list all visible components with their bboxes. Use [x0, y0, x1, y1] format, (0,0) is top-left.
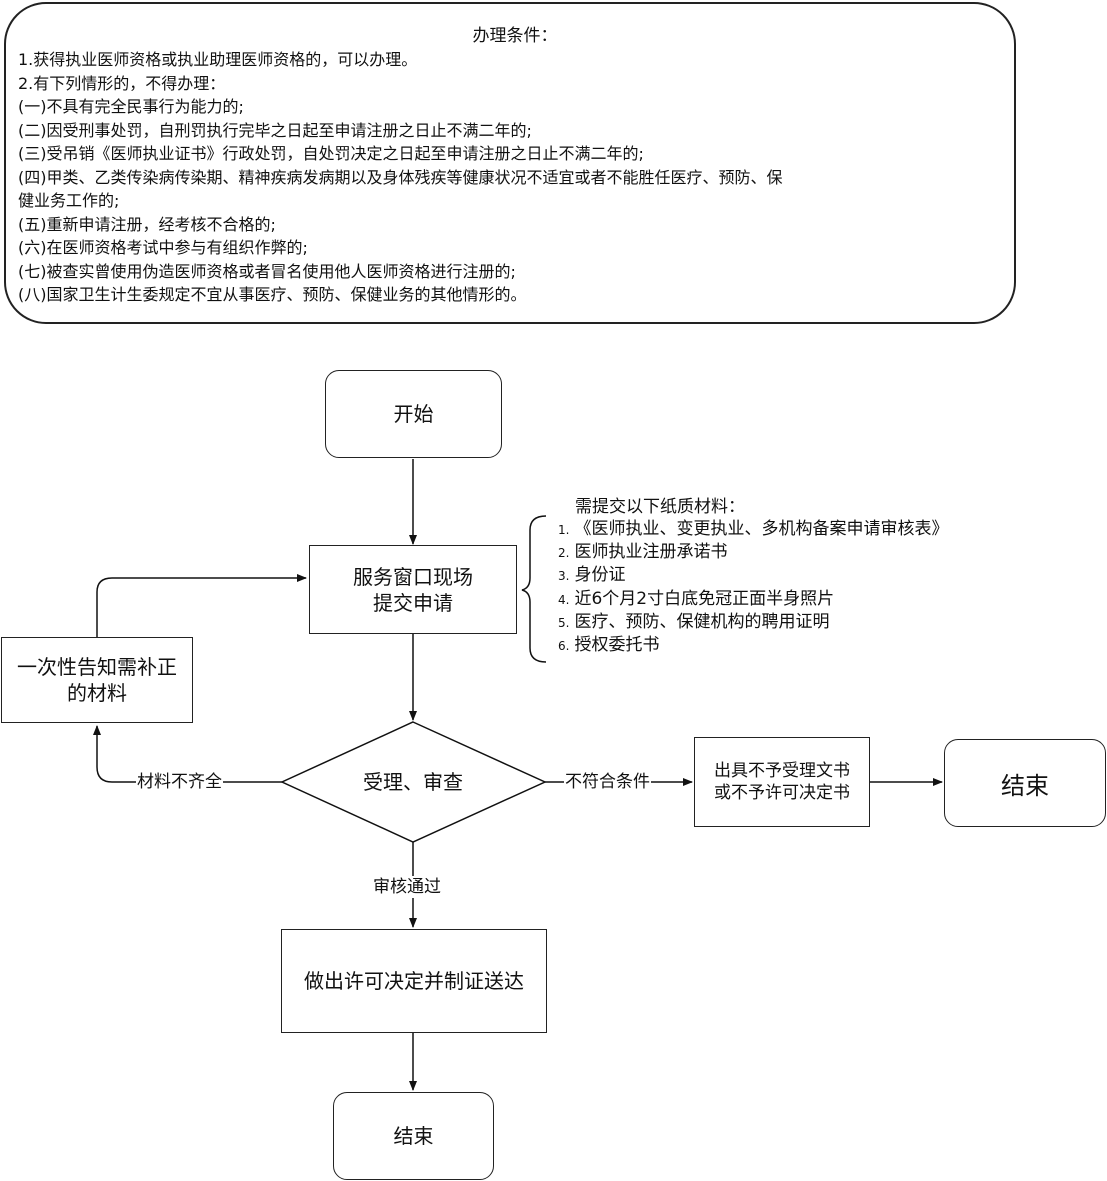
review-diamond: [280, 721, 547, 843]
edge-label-approved: 审核通过: [372, 876, 442, 898]
materials-list: 1. 《医师执业、变更执业、多机构备案申请审核表》 2. 医师执业注册承诺书 3. 身…: [558, 518, 948, 657]
submit-label-line2: 提交申请: [373, 590, 453, 615]
reject-label-line1: 出具不予受理文书: [714, 761, 850, 781]
material-number: 4.: [558, 592, 570, 607]
edge-label-incomplete: 材料不齐全: [136, 771, 223, 793]
conditions-list: 1.获得执业医师资格或执业助理医师资格的，可以办理。 2.有下列情形的，不得办理…: [18, 48, 1008, 307]
condition-line: (七)被查实曾使用伪造医师资格或者冒名使用他人医师资格进行注册的;: [18, 261, 516, 281]
end-node-right: 结束: [944, 739, 1106, 827]
end-right-label: 结束: [1001, 771, 1049, 800]
condition-line: (四)甲类、乙类传染病传染期、精神疾病发病期以及身体残疾等健康状况不适宜或者不能…: [18, 167, 783, 187]
condition-line: (三)受吊销《医师执业证书》行政处罚，自处罚决定之日起至申请注册之日止不满二年的…: [18, 144, 644, 163]
end-bottom-label: 结束: [393, 1124, 434, 1148]
review-label: 受理、审查: [363, 770, 463, 794]
material-item: 6. 授权委托书: [558, 634, 948, 657]
decision-label: 做出许可决定并制证送达: [304, 969, 524, 993]
end-node-bottom: 结束: [333, 1092, 494, 1180]
edge-label-ineligible: 不符合条件: [564, 771, 651, 793]
reject-label-line2: 或不予许可决定书: [714, 783, 850, 803]
material-item: 3. 身份证: [558, 564, 948, 587]
material-number: 5.: [558, 615, 570, 630]
edge-review-to-supplement: [93, 725, 282, 783]
issue-license-node: 做出许可决定并制证送达: [281, 929, 547, 1033]
condition-line: (五)重新申请注册，经考核不合格的;: [18, 214, 276, 234]
material-text: 医师执业注册承诺书: [574, 542, 728, 563]
material-item: 4. 近6个月2寸白底免冠正面半身照片: [558, 588, 948, 611]
condition-line: (一)不具有完全民事行为能力的;: [18, 97, 244, 116]
material-item: 5. 医疗、预防、保健机构的聘用证明: [558, 611, 948, 634]
condition-line: 2.有下列情形的，不得办理：: [18, 73, 226, 93]
condition-line: (六)在医师资格考试中参与有组织作弊的;: [18, 238, 308, 257]
condition-line: 健业务工作的;: [18, 191, 120, 210]
edge-supplement-to-submit: [96, 574, 307, 637]
material-text: 身份证: [574, 565, 626, 586]
material-item: 1. 《医师执业、变更执业、多机构备案申请审核表》: [558, 518, 948, 541]
material-number: 1.: [558, 523, 570, 537]
material-text: 医疗、预防、保健机构的聘用证明: [574, 611, 830, 632]
supplement-label-line2: 的材料: [67, 681, 127, 705]
supplement-label-line1: 一次性告知需补正: [17, 655, 177, 679]
reject-document-node: 出具不予受理文书 或不予许可决定书: [694, 737, 870, 827]
materials-brace: [521, 515, 547, 663]
material-text: 近6个月2寸白底免冠正面半身照片: [574, 588, 835, 609]
material-number: 3.: [558, 569, 570, 584]
material-number: 2.: [558, 546, 570, 561]
supplement-notice-node: 一次性告知需补正 的材料: [1, 637, 193, 723]
material-item: 2. 医师执业注册承诺书: [558, 541, 948, 564]
review-node: 受理、审查: [330, 765, 496, 799]
material-text: 《医师执业、变更执业、多机构备案申请审核表》: [574, 519, 949, 539]
start-node: 开始: [325, 370, 502, 458]
condition-line: (二)因受刑事处罚，自刑罚执行完毕之日起至申请注册之日止不满二年的;: [18, 120, 532, 140]
materials-title: 需提交以下纸质材料：: [575, 497, 745, 517]
start-label: 开始: [393, 402, 434, 426]
condition-line: (八)国家卫生计生委规定不宜从事医疗、预防、保健业务的其他情形的。: [18, 285, 527, 304]
submit-label-line1: 服务窗口现场: [353, 564, 473, 589]
conditions-title: 办理条件：: [472, 26, 558, 46]
condition-line: 1.获得执业医师资格或执业助理医师资格的，可以办理。: [18, 50, 418, 69]
conditions-box: [4, 2, 1016, 324]
material-text: 授权委托书: [574, 635, 660, 656]
submit-application-node: 服务窗口现场 提交申请: [309, 545, 517, 634]
material-number: 6.: [558, 639, 570, 654]
